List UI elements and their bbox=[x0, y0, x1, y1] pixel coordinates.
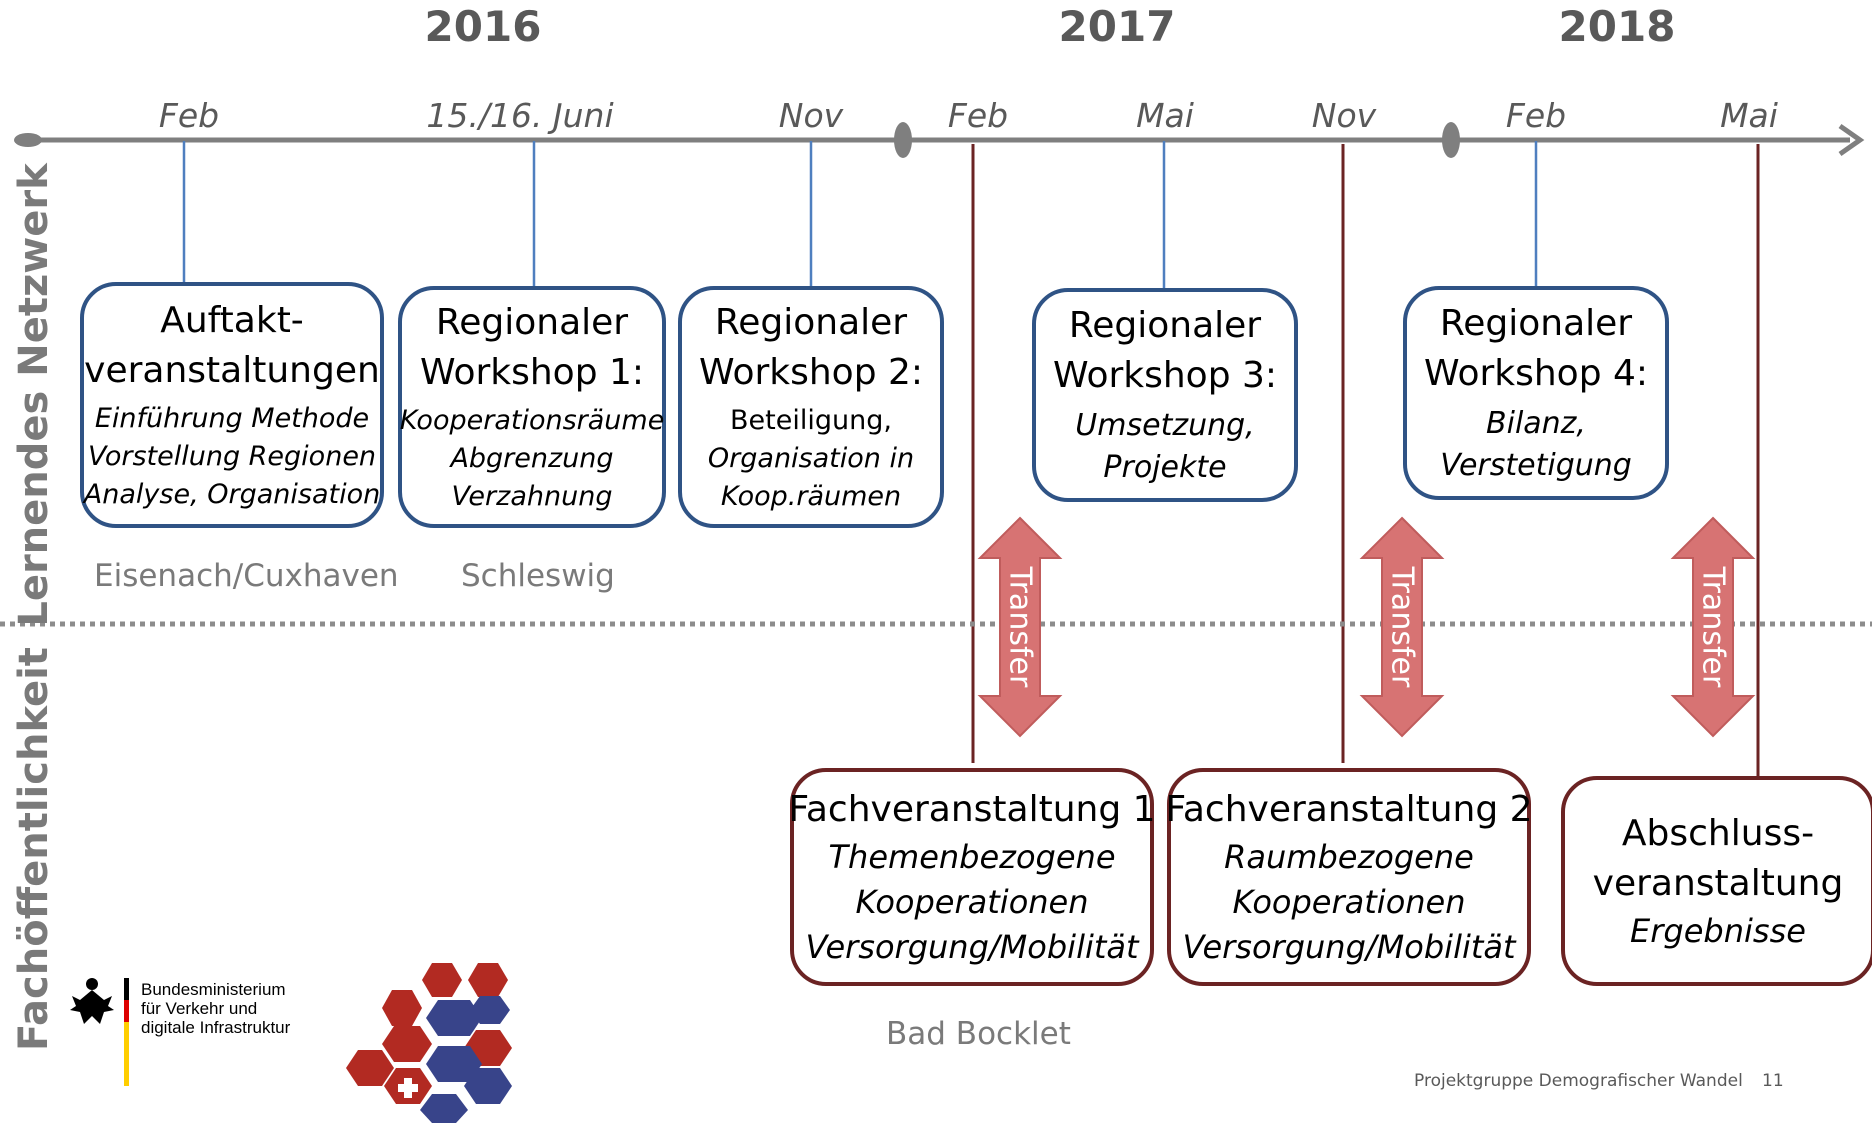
box-title: Fachveranstaltung 1 bbox=[788, 788, 1156, 830]
public-box-final-event: Abschluss- veranstaltung Ergebnisse bbox=[1561, 776, 1872, 986]
place-label: Bad Bocklet bbox=[886, 1016, 1071, 1052]
box-subtitle: Beteiligung, bbox=[730, 405, 892, 436]
box-subtitle: Projekte bbox=[1103, 450, 1227, 485]
month-label: Nov bbox=[1311, 96, 1377, 135]
box-subtitle: Ergebnisse bbox=[1630, 911, 1806, 950]
box-title: Workshop 3: bbox=[1052, 355, 1278, 396]
public-box-event-1: Fachveranstaltung 1 Themenbezogene Koope… bbox=[788, 768, 1156, 986]
box-subtitle: Kooperationsräume bbox=[399, 405, 665, 436]
month-label: 15./16. Juni bbox=[426, 96, 614, 135]
year-divider-dot bbox=[894, 122, 912, 158]
box-subtitle: Einführung Methode bbox=[94, 403, 370, 434]
box-subtitle: Verzahnung bbox=[451, 481, 613, 512]
place-label: Schleswig bbox=[461, 558, 615, 594]
box-title: Regionaler bbox=[714, 302, 908, 343]
transfer-arrow bbox=[977, 516, 1063, 738]
ministry-logo-text: Bundesministerium für Verkehr und digita… bbox=[141, 980, 290, 1037]
year-label: 2016 bbox=[424, 2, 542, 51]
family-icon bbox=[468, 963, 508, 997]
month-label: Mai bbox=[1136, 96, 1194, 135]
transfer-arrow bbox=[1670, 516, 1756, 738]
pedestrian-icon bbox=[464, 1068, 512, 1104]
footer-project-group: Projektgruppe Demografischer Wandel bbox=[1414, 1071, 1743, 1091]
transfer-label: Transfer bbox=[1384, 566, 1420, 688]
shopping-cart-icon bbox=[382, 1026, 432, 1062]
box-subtitle: Organisation in bbox=[707, 443, 915, 474]
federal-eagle-icon bbox=[70, 978, 114, 1024]
box-subtitle: Abgrenzung bbox=[450, 443, 614, 474]
place-label: Eisenach/Cuxhaven bbox=[94, 558, 399, 594]
network-box-workshop-4: Regionaler Workshop 4: Bilanz, Verstetig… bbox=[1403, 286, 1669, 500]
box-subtitle: Raumbezogene bbox=[1224, 837, 1474, 876]
flag-stripe-red bbox=[124, 1000, 129, 1022]
year-label: 2017 bbox=[1058, 2, 1176, 51]
box-title: Auftakt- bbox=[160, 300, 304, 341]
side-label-network: Lernendes Netzwerk bbox=[11, 163, 57, 627]
flag-stripe-black bbox=[124, 978, 129, 1000]
box-subtitle: Verstetigung bbox=[1440, 448, 1632, 483]
network-box-workshop-1: Regionaler Workshop 1: Kooperationsräume… bbox=[398, 286, 666, 528]
timeline-start-dot bbox=[14, 133, 42, 147]
network-box-workshop-2: Regionaler Workshop 2: Beteiligung, Orga… bbox=[678, 286, 944, 528]
box-subtitle: Koop.räumen bbox=[720, 481, 902, 512]
network-box-kickoff: Auftakt- veranstaltungen Einführung Meth… bbox=[80, 282, 384, 528]
box-subtitle: Versorgung/Mobilität bbox=[1182, 927, 1516, 966]
transfer-label: Transfer bbox=[1695, 566, 1731, 688]
box-subtitle: Kooperationen bbox=[855, 882, 1089, 921]
month-label: Feb bbox=[158, 96, 220, 135]
timeline-arrowhead bbox=[1838, 123, 1865, 157]
month-label: Feb bbox=[947, 96, 1009, 135]
year-label: 2018 bbox=[1558, 2, 1676, 51]
box-title: Workshop 4: bbox=[1423, 353, 1649, 394]
bus-icon bbox=[426, 1046, 482, 1082]
public-box-event-2: Fachveranstaltung 2 Raumbezogene Koopera… bbox=[1165, 768, 1533, 986]
network-box-workshop-3: Regionaler Workshop 3: Umsetzung, Projek… bbox=[1032, 288, 1298, 502]
ministry-line: für Verkehr und bbox=[141, 999, 258, 1018]
box-title: veranstaltung bbox=[1592, 862, 1844, 904]
month-label: Nov bbox=[778, 96, 844, 135]
side-label-public: Fachöffentlichkeit bbox=[11, 647, 57, 1051]
ministry-line: digitale Infrastruktur bbox=[141, 1018, 291, 1037]
year-divider-dot bbox=[1442, 122, 1460, 158]
box-subtitle: Themenbezogene bbox=[828, 837, 1116, 876]
regional-logo bbox=[346, 963, 512, 1123]
transfer-arrow bbox=[1359, 516, 1445, 738]
ministry-line: Bundesministerium bbox=[141, 980, 286, 999]
box-title: Regionaler bbox=[435, 302, 629, 343]
box-title: Workshop 2: bbox=[698, 352, 924, 393]
box-title: Abschluss- bbox=[1621, 812, 1815, 854]
box-title: Workshop 1: bbox=[419, 352, 645, 393]
box-title: veranstaltungen bbox=[84, 350, 380, 391]
transfer-label: Transfer bbox=[1002, 566, 1038, 688]
page-number: 11 bbox=[1762, 1071, 1784, 1091]
month-label: Feb bbox=[1505, 96, 1567, 135]
box-title: Regionaler bbox=[1439, 303, 1633, 344]
flag-stripe-gold bbox=[124, 1022, 129, 1086]
box-subtitle: Versorgung/Mobilität bbox=[805, 927, 1139, 966]
box-subtitle: Bilanz, bbox=[1486, 406, 1586, 441]
car-icon bbox=[426, 1000, 482, 1036]
box-subtitle: Umsetzung, bbox=[1075, 408, 1255, 443]
box-subtitle: Kooperationen bbox=[1232, 882, 1466, 921]
box-title: Regionaler bbox=[1068, 305, 1262, 346]
box-title: Fachveranstaltung 2 bbox=[1165, 788, 1533, 830]
box-subtitle: Vorstellung Regionen bbox=[87, 441, 377, 472]
box-subtitle: Analyse, Organisation bbox=[83, 479, 381, 510]
month-label: Mai bbox=[1720, 96, 1778, 135]
